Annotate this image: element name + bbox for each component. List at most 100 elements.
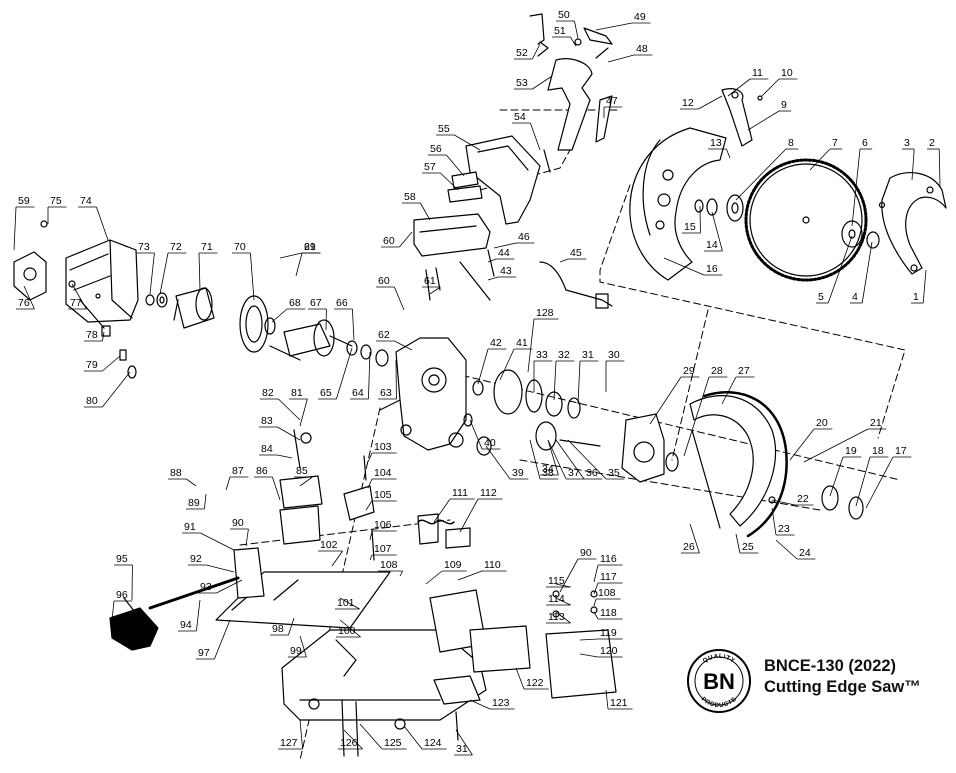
callout-leader: [762, 79, 779, 96]
part-callout: 4: [852, 291, 858, 303]
part-callout: 124: [424, 737, 442, 749]
callout-leader: [277, 455, 292, 458]
motor-baffle: [240, 296, 275, 352]
part-callout: 58: [404, 191, 416, 203]
callout-leader: [150, 253, 154, 294]
part-callout: 74: [80, 195, 92, 207]
part-callout: 93: [200, 581, 212, 593]
callout-leader: [856, 457, 870, 506]
blade-flanges: [695, 195, 879, 248]
part-callout: 20: [816, 417, 828, 429]
part-callout: 6: [862, 137, 868, 149]
part-callout: 109: [444, 559, 462, 571]
part-callout: 66: [336, 297, 348, 309]
part-callout: 5: [818, 291, 824, 303]
part-callout: 116: [600, 553, 617, 565]
callout-leader: [516, 668, 524, 689]
power-cord: [540, 262, 612, 308]
callout-leader: [434, 499, 450, 522]
part-callout: 102: [320, 539, 338, 551]
part-callout: 18: [872, 445, 884, 457]
part-callout: 14: [706, 239, 718, 251]
part-callout: 54: [514, 111, 526, 123]
part-callout: 23: [778, 523, 790, 535]
callout-leader: [352, 309, 354, 340]
callout-leader: [528, 319, 534, 372]
callout-leader: [578, 361, 580, 404]
part-callout: 17: [895, 445, 907, 457]
part-callout: 38: [542, 467, 554, 479]
callout-leader: [530, 123, 540, 150]
callout-leader: [650, 377, 681, 424]
part-callout: 27: [738, 365, 750, 377]
callout-leader: [102, 372, 130, 407]
callout-leader: [336, 348, 352, 399]
callout-leader: [370, 531, 372, 540]
part-callout: 2: [929, 137, 935, 149]
part-callout: 125: [384, 737, 402, 749]
part-callout: 87: [232, 465, 244, 477]
callout-leader: [214, 620, 230, 659]
part-callout: 71: [201, 241, 213, 253]
part-callout: 44: [498, 247, 510, 259]
part-callout: 33: [536, 349, 548, 361]
part-callout: 120: [600, 645, 618, 657]
part-callout: 28: [711, 365, 723, 377]
part-callout: 91: [184, 521, 196, 533]
part-callout: 118: [600, 607, 617, 619]
callout-leader: [300, 399, 307, 426]
part-callout: 117: [600, 571, 617, 583]
callout-leader: [736, 534, 740, 553]
part-callout: 62: [378, 329, 390, 341]
part-callout: 49: [634, 11, 646, 23]
title-block: QUALITY PRODUCTS BN BNCE-130 (2022) Cutt…: [686, 648, 950, 718]
callout-leader: [748, 111, 779, 130]
part-callout: 96: [116, 589, 128, 601]
callout-leader: [370, 555, 372, 560]
callout-leader: [698, 96, 722, 109]
part-callout: 110: [484, 559, 501, 571]
part-callout: 111: [452, 487, 468, 499]
callout-leader: [272, 309, 287, 322]
arbor-housing: [622, 414, 678, 482]
motor-end-cap: [14, 221, 47, 300]
part-callout: 68: [289, 297, 301, 309]
quality-products-logo: QUALITY PRODUCTS BN: [686, 648, 752, 714]
part-callout: 51: [554, 25, 566, 37]
part-callout: 3: [904, 137, 910, 149]
callout-leader: [160, 253, 168, 294]
callout-leader: [246, 529, 248, 546]
part-callout: 98: [272, 623, 284, 635]
part-callout: 112: [480, 487, 497, 499]
part-callout: 90: [580, 547, 592, 559]
blade-guard-upper: [630, 128, 726, 280]
part-callout: 57: [424, 161, 436, 173]
part-callout: 26: [683, 541, 695, 553]
part-callout: 50: [558, 9, 570, 21]
callout-leader: [488, 277, 498, 280]
callout-leader: [226, 477, 230, 490]
part-callout: 59: [18, 195, 30, 207]
part-callout: 16: [706, 263, 718, 275]
part-callout: 46: [518, 231, 530, 243]
part-callout: 86: [256, 465, 268, 477]
part-callout: 85: [296, 465, 308, 477]
callout-leader: [736, 149, 786, 200]
part-callout: 113: [548, 611, 565, 623]
part-callout: 77: [70, 297, 82, 309]
part-callout: 97: [198, 647, 210, 659]
part-callout: 65: [320, 387, 332, 399]
callout-leader: [360, 724, 382, 749]
callout-leader: [594, 599, 596, 606]
part-callout: 89: [188, 497, 200, 509]
callout-leader: [488, 259, 496, 262]
part-callout: 72: [170, 241, 182, 253]
handle-cover: [448, 136, 540, 224]
part-callout: 37: [568, 467, 580, 479]
logo-letters: BN: [703, 669, 735, 694]
part-callout: 108: [598, 587, 616, 599]
part-callout: 127: [280, 737, 298, 749]
part-callout: 73: [138, 241, 150, 253]
part-callout: 56: [430, 143, 442, 155]
gearbox-housing: [380, 338, 466, 450]
